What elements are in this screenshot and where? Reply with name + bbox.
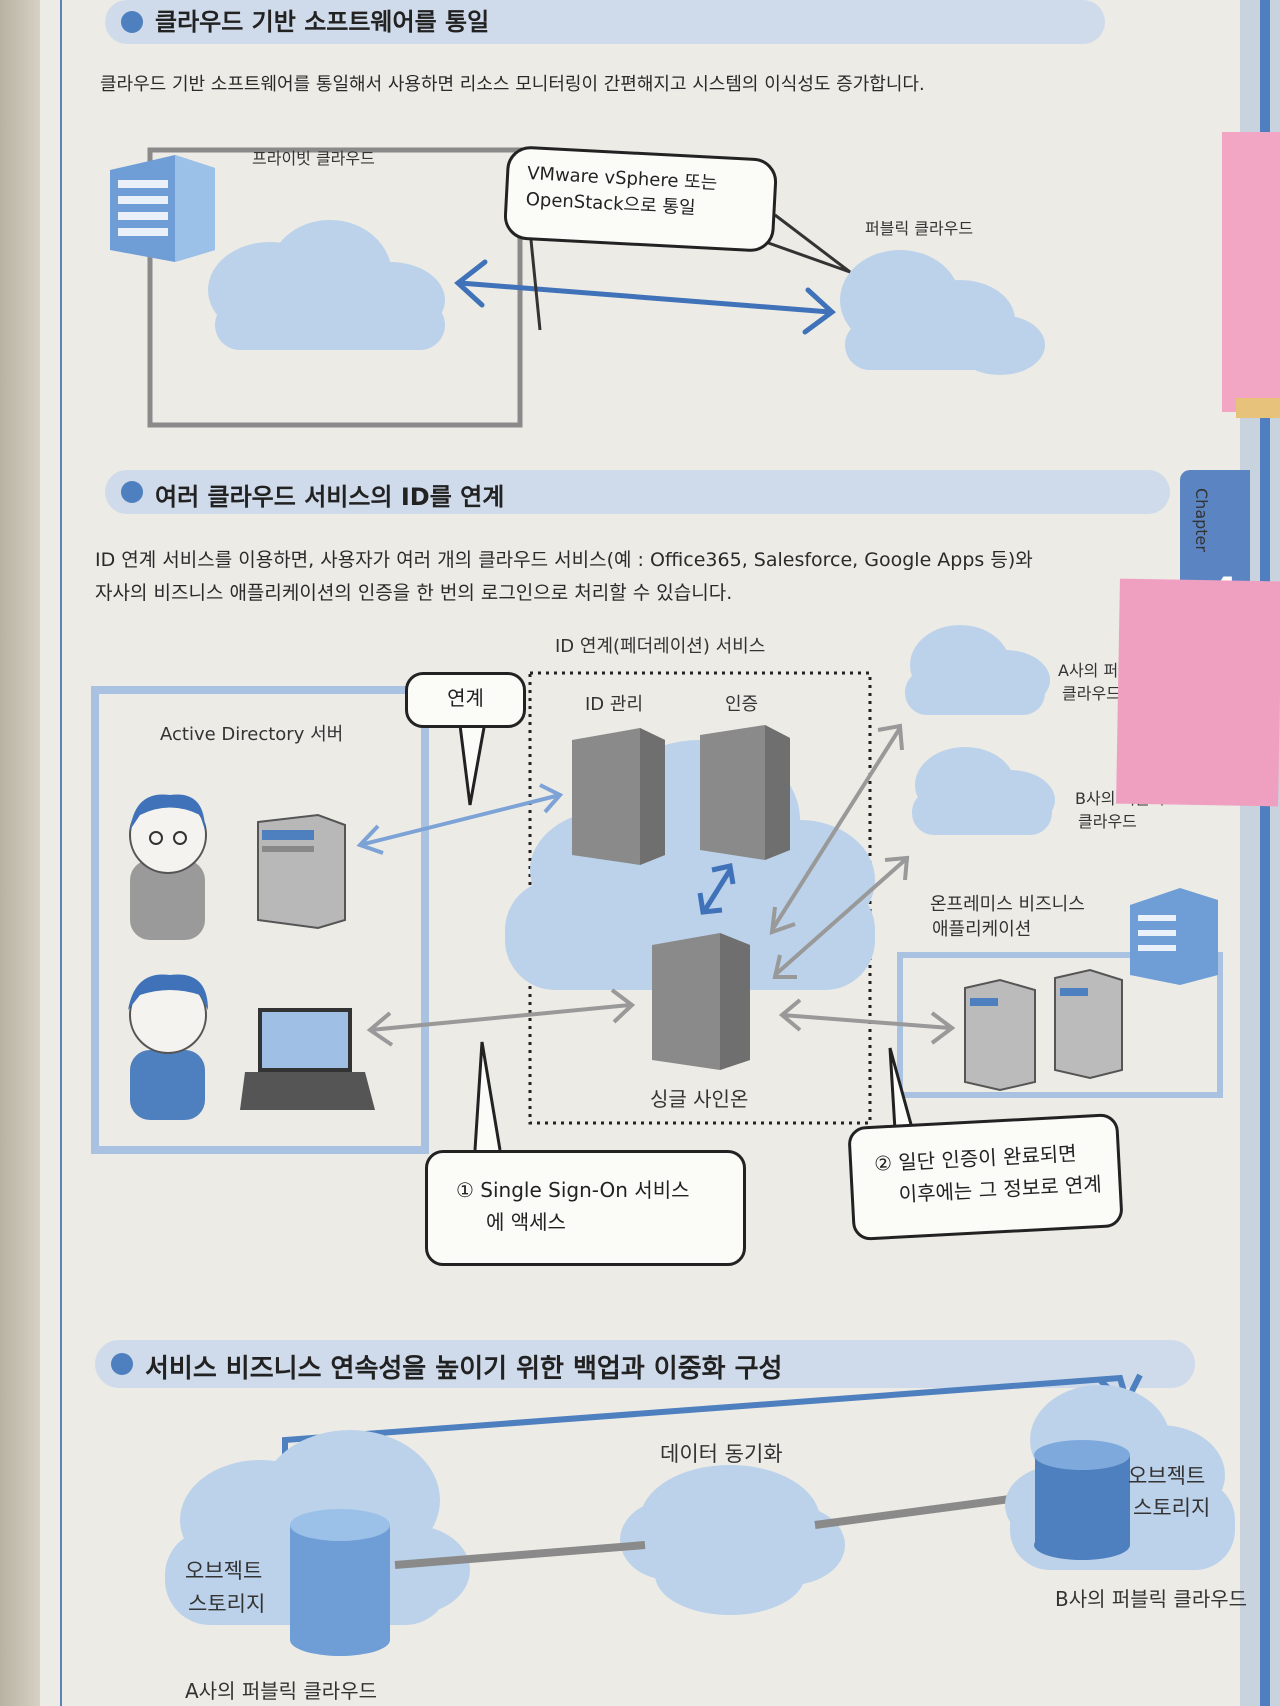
- auth-server-icon: [700, 725, 790, 860]
- sso-server-icon: [652, 933, 750, 1070]
- onprem-server-icon-2: [1054, 968, 1123, 1080]
- sync-link-right: [814, 1491, 1041, 1529]
- onprem-building-icon: [1130, 888, 1218, 985]
- object-storage-b-label-2: 스토리지: [1133, 1496, 1211, 1520]
- user-avatar-icon-1: [129, 794, 207, 940]
- b-cloud-label-2: 클라우드: [1078, 812, 1137, 831]
- object-storage-b-label-1: 오브젝트: [1128, 1464, 1206, 1488]
- object-storage-a-label-2: 스토리지: [188, 1592, 266, 1616]
- id-management-label: ID 관리: [585, 694, 644, 715]
- onprem-server-icon-1: [964, 978, 1036, 1092]
- section-bullet-icon: [121, 11, 143, 33]
- sticky-note: [1116, 578, 1280, 807]
- section3-header: 서비스 비즈니스 연속성을 높이기 위한 백업과 이중화 구성: [95, 1340, 1195, 1388]
- cloud-a-arrow-icon: [769, 723, 904, 935]
- user-avatar-icon-2: [128, 974, 208, 1120]
- a-public-cloud-icon: [905, 625, 1050, 715]
- section-bullet-icon: [111, 1353, 133, 1375]
- section1-header: 클라우드 기반 소프트웨어를 통일: [105, 0, 1105, 44]
- private-cloud-icon: [208, 220, 445, 350]
- book-spine: [0, 0, 40, 1706]
- ad-to-idm-arrow-icon: [356, 783, 564, 855]
- ad-tower-server-icon: [257, 813, 346, 930]
- callout1-line2: 에 액세스: [486, 1210, 566, 1234]
- section2-text-line2: 자사의 비즈니스 애플리케이션의 인증을 한 번의 로그인으로 처리할 수 있습…: [95, 582, 733, 604]
- private-cloud-label: 프라이빗 클라우드: [252, 149, 375, 168]
- internet-cloud-icon: [620, 1465, 845, 1615]
- section1-text: 클라우드 기반 소프트웨어를 통일해서 사용하면 리소스 모니터링이 간편해지고…: [100, 74, 925, 95]
- ad-server-frame: [91, 686, 429, 1154]
- section3-title: 서비스 비즈니스 연속성을 높이기 위한 백업과 이중화 구성: [145, 1354, 783, 1384]
- bubble-tail-right: [759, 213, 851, 274]
- sso-label: 싱글 사인온: [650, 1087, 749, 1111]
- ad-server-label: Active Directory 서버: [160, 724, 344, 745]
- chapter-label: Chapter: [1192, 488, 1211, 552]
- onprem-label-2: 애플리케이션: [932, 919, 1032, 940]
- section-bullet-icon: [121, 481, 143, 503]
- b-public-cloud-label: B사의 퍼블릭 클라우드: [1055, 1587, 1248, 1611]
- sync-link-left: [394, 1541, 646, 1569]
- object-storage-a-label-1: 오브젝트: [185, 1559, 263, 1583]
- b-public-cloud-icon: [912, 747, 1055, 835]
- a-public-cloud-label: A사의 퍼블릭 클라우드: [185, 1679, 377, 1703]
- a-cloud-label-2: 클라우드: [1062, 684, 1121, 703]
- double-arrow-icon: [454, 259, 836, 335]
- cylinder-icon-b: [1034, 1440, 1130, 1560]
- sticky-tab: [1236, 398, 1280, 418]
- callout1-tail: [473, 1041, 502, 1151]
- link-bubble-text: 연계: [447, 686, 484, 710]
- onprem-label-1: 온프레미스 비즈니스: [930, 894, 1085, 915]
- sticky-note: [1222, 132, 1280, 412]
- link-bubble-tail: [458, 721, 487, 806]
- id-management-server-icon: [572, 728, 665, 865]
- data-sync-label: 데이터 동기화: [660, 1442, 783, 1466]
- laptop-icon: [240, 1008, 375, 1110]
- sso-to-onprem-arrow-icon: [778, 998, 956, 1045]
- building-icon: [110, 155, 215, 262]
- page-right-bar: [1260, 0, 1270, 1706]
- section2-header: 여러 클라우드 서비스의 ID를 연계: [105, 470, 1170, 514]
- section2-text-line1: ID 연계 서비스를 이용하면, 사용자가 여러 개의 클라우드 서비스(예 :…: [95, 549, 1033, 571]
- laptop-to-sso-arrow-icon: [366, 988, 636, 1047]
- section2-title: 여러 클라우드 서비스의 ID를 연계: [155, 483, 505, 511]
- callout1-line1: ① Single Sign-On 서비스: [456, 1178, 690, 1202]
- callout2-tail: [888, 1047, 914, 1131]
- public-cloud-icon: [840, 250, 1045, 375]
- cylinder-icon-a: [290, 1509, 390, 1656]
- federation-label: ID 연계(페더레이션) 서비스: [555, 636, 766, 657]
- cloud-b-arrow-icon: [772, 855, 910, 979]
- page-margin-line: [60, 0, 62, 1706]
- bubble-tail: [528, 229, 542, 331]
- auth-label: 인증: [725, 694, 759, 715]
- section1-title: 클라우드 기반 소프트웨어를 통일: [155, 8, 490, 36]
- public-cloud-label: 퍼블릭 클라우드: [865, 219, 974, 238]
- sync-arrow-icon: [697, 862, 736, 915]
- link-bubble: 연계: [405, 672, 526, 728]
- callout1-bubble: ① Single Sign-On 서비스 에 액세스: [425, 1150, 746, 1266]
